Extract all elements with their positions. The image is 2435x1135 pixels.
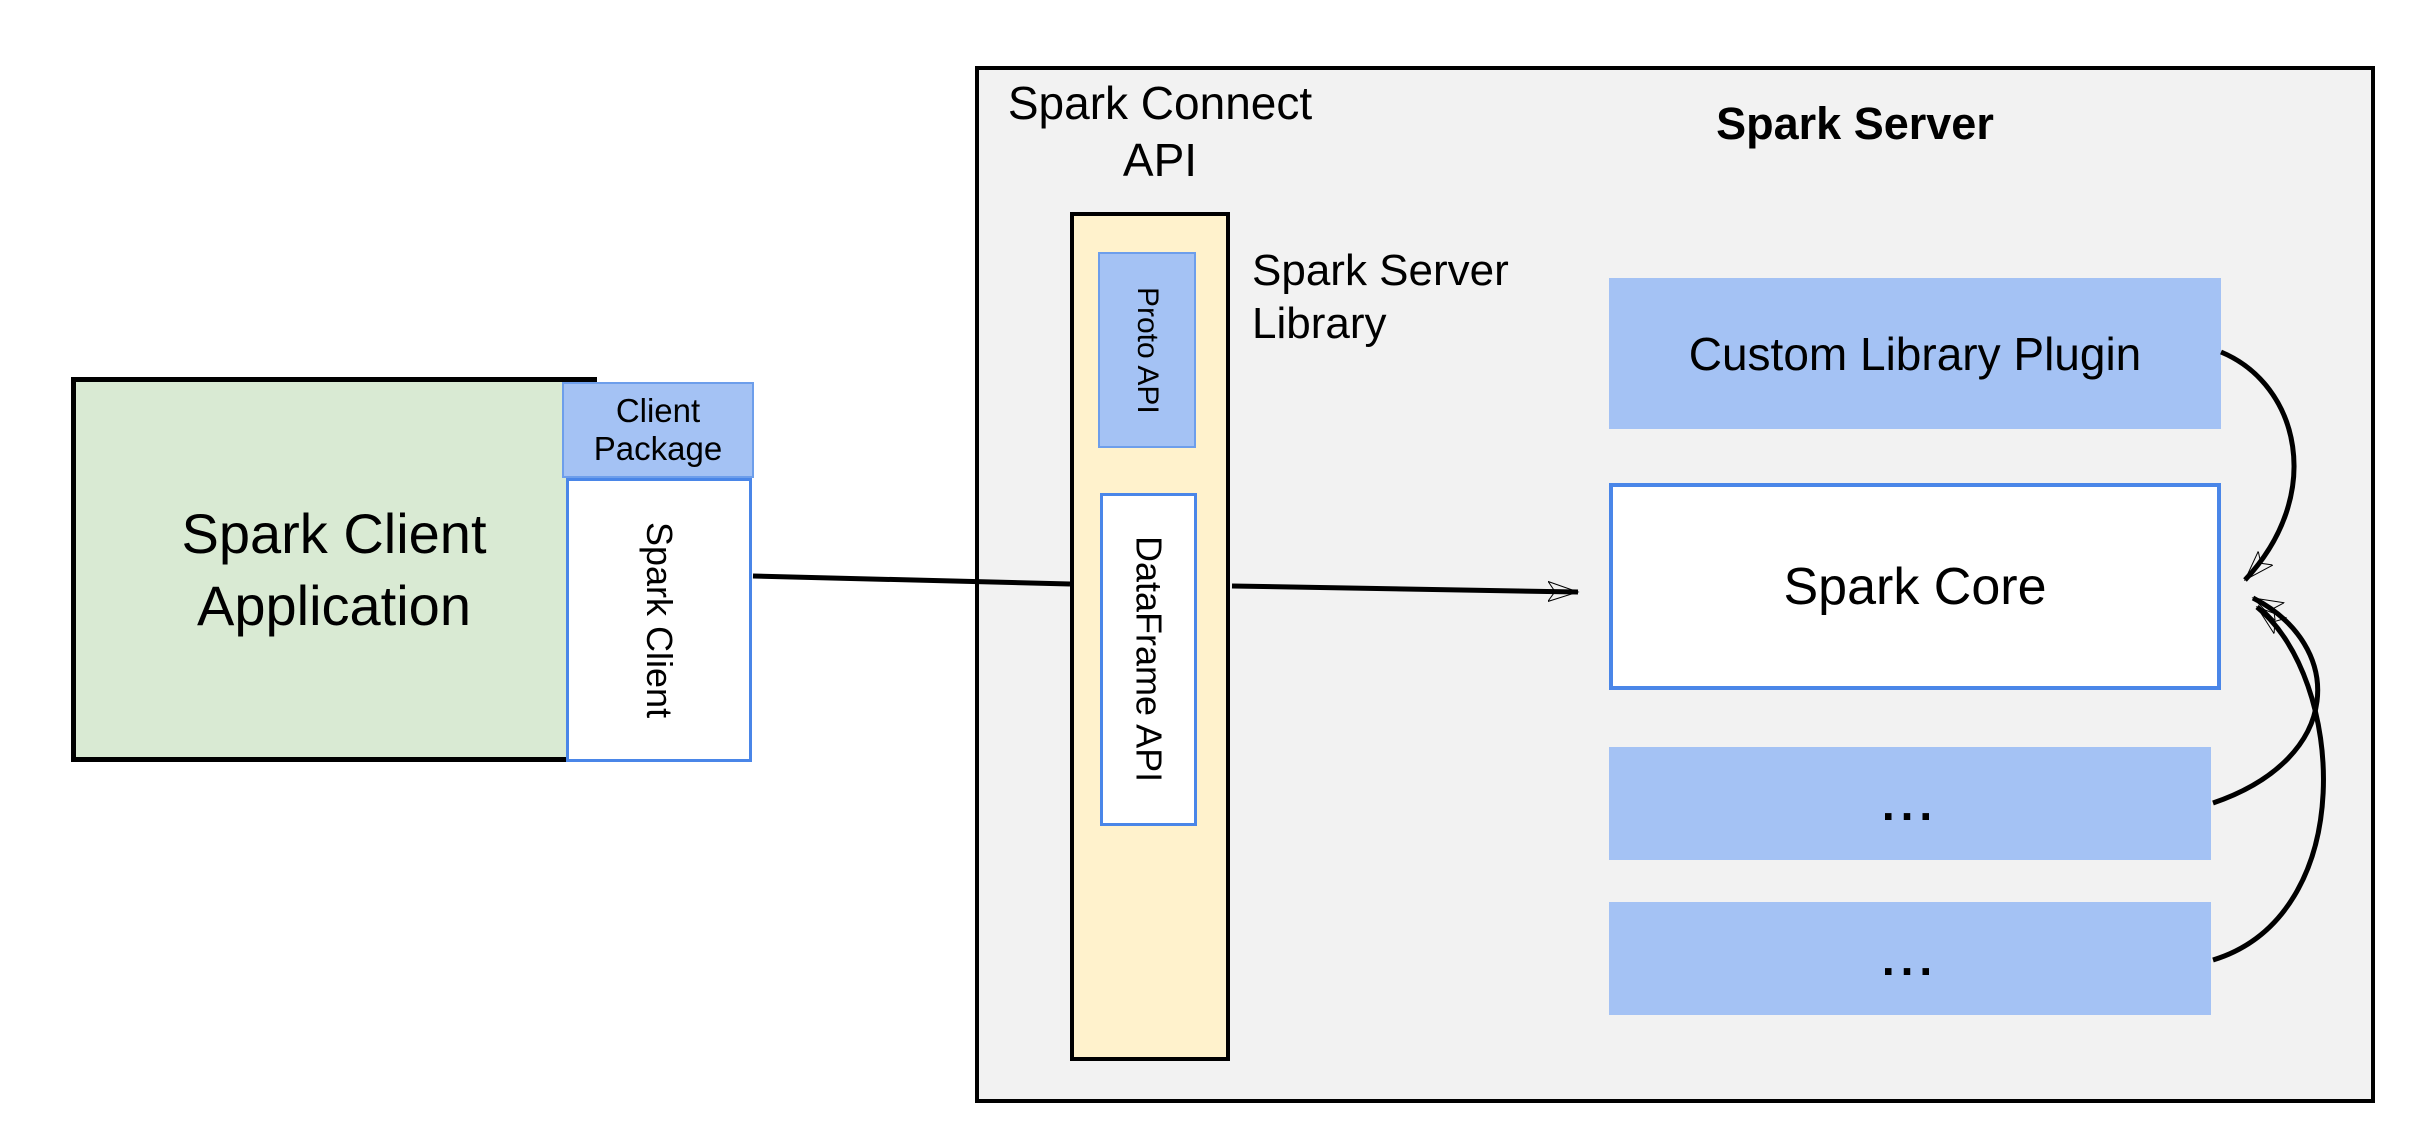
spark-core-box: Spark Core	[1609, 483, 2221, 690]
spark-client-box: Spark Client	[566, 478, 752, 762]
spark-client-application-label: Spark Client Application	[181, 501, 487, 637]
spark-connect-api-title: Spark Connect API	[1007, 77, 1313, 186]
spark-client-application-box	[71, 377, 597, 762]
spark-server-title: Spark Server	[1716, 98, 1994, 149]
proto-api-label: Proto API	[1131, 286, 1164, 414]
spark-server-library-label: Spark Server Library	[1252, 246, 1509, 348]
client-package-box: Client Package	[562, 382, 754, 478]
ellipsis-box-2: ...	[1609, 902, 2211, 1015]
ellipsis-box-1: ...	[1609, 747, 2211, 860]
proto-api-box: Proto API	[1098, 252, 1196, 448]
spark-client-label: Spark Client	[639, 521, 680, 719]
custom-library-plugin-box: Custom Library Plugin	[1609, 278, 2221, 429]
dataframe-api-label: DataFrame API	[1128, 536, 1170, 783]
dataframe-api-box: DataFrame API	[1100, 493, 1197, 826]
